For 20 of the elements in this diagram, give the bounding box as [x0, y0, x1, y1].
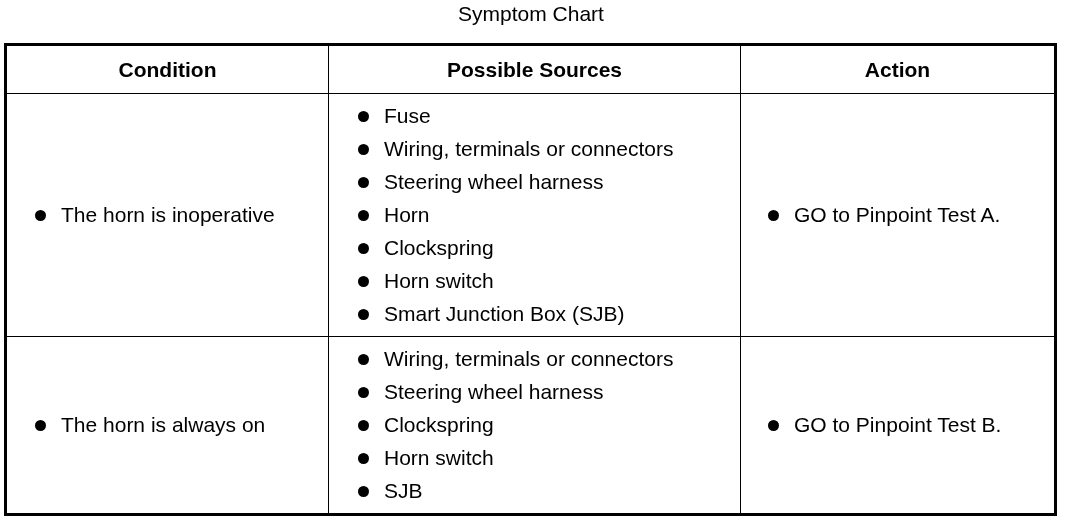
cell-text: The horn is inoperative — [61, 203, 275, 227]
cell-text: Horn switch — [384, 446, 494, 470]
chart-title: Symptom Chart — [457, 2, 605, 26]
cell-text: Wiring, terminals or connectors — [384, 137, 674, 161]
column-header: Action — [864, 57, 931, 82]
cell-text: GO to Pinpoint Test B. — [794, 413, 1002, 437]
cell-text: Wiring, terminals or connectors — [384, 347, 674, 371]
cell-text: Smart Junction Box (SJB) — [384, 302, 625, 326]
cell-text: Fuse — [384, 104, 431, 128]
cell-text: Steering wheel harness — [384, 170, 604, 194]
cell-text: Clockspring — [384, 413, 494, 437]
column-header: Condition — [118, 57, 217, 82]
cell-text: Clockspring — [384, 236, 494, 260]
cell-text: SJB — [384, 479, 423, 503]
cell-text: Horn — [384, 203, 430, 227]
column-header: Possible Sources — [446, 57, 623, 82]
cell-text: Horn switch — [384, 269, 494, 293]
cell-text: The horn is always on — [61, 413, 266, 437]
cell-text: Steering wheel harness — [384, 380, 604, 404]
cell-text: GO to Pinpoint Test A. — [794, 203, 1001, 227]
